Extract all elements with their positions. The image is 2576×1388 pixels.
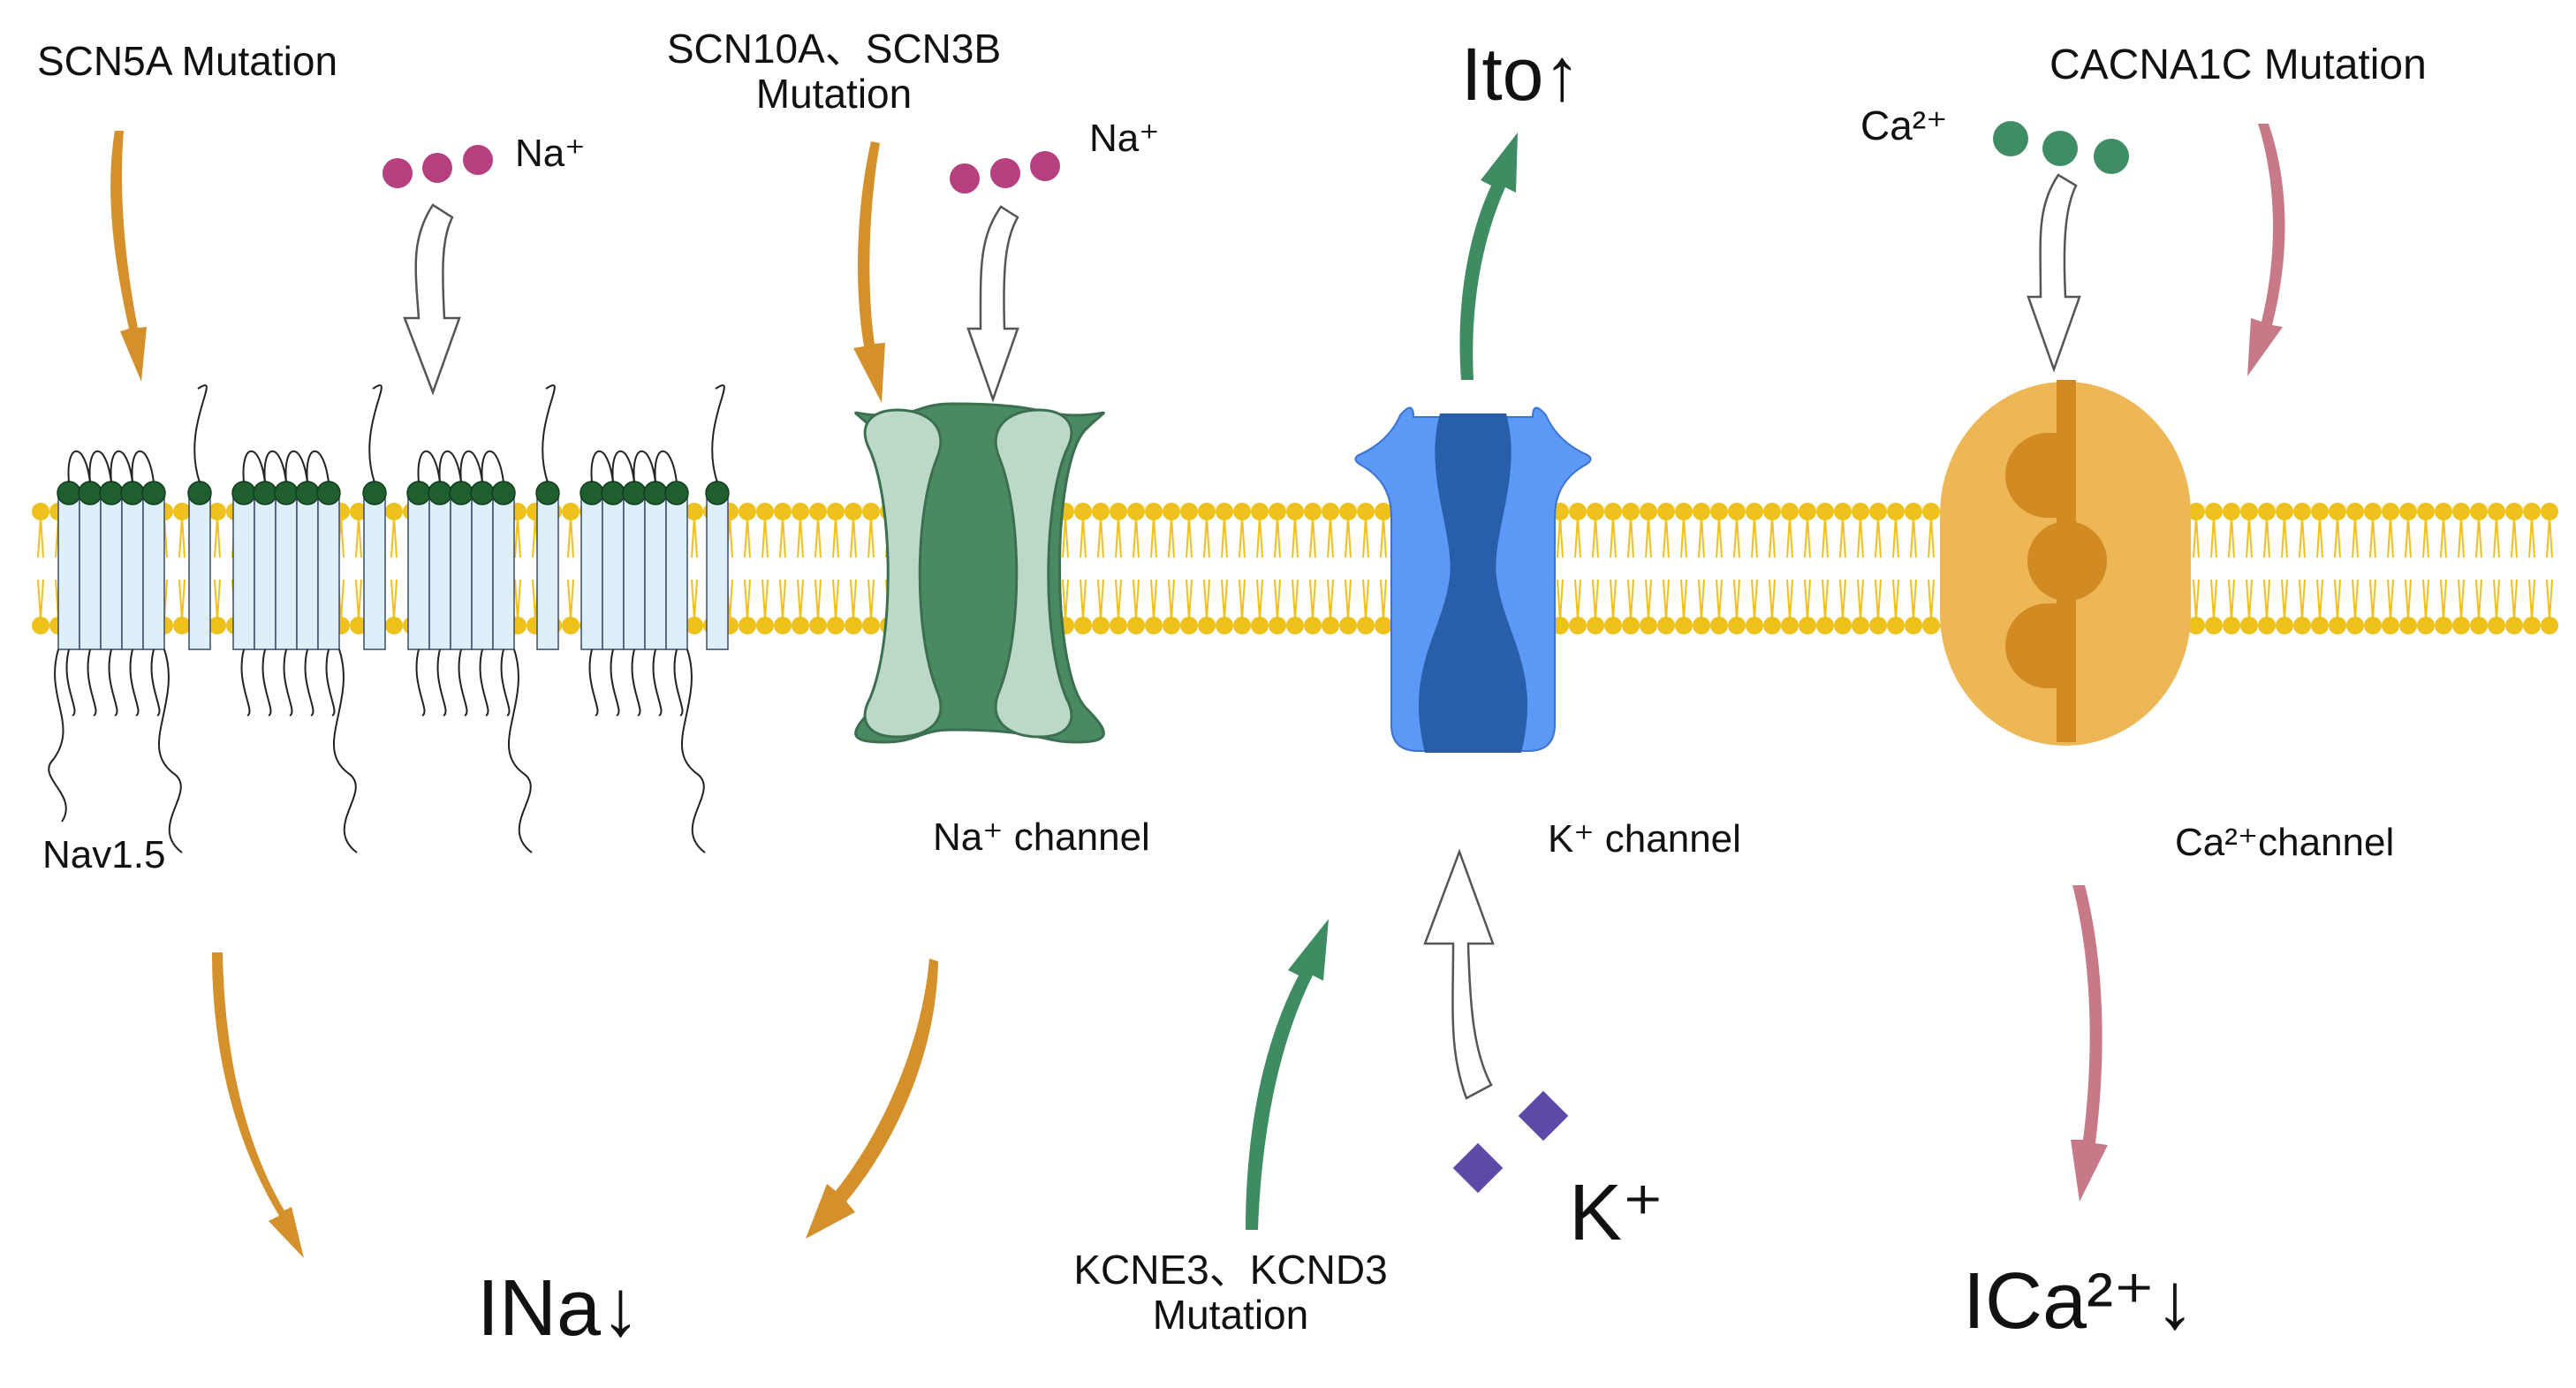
kcne3-mutation-line2: Mutation [1152, 1291, 1309, 1338]
scn10a-mutation-label: SCN10A、SCN3B Mutation [657, 27, 1011, 116]
ina-arrow-left [212, 952, 304, 1258]
scn10a-mutation-line1: SCN10A、SCN3B [666, 26, 1002, 72]
kcne3-mutation-label: KCNE3、KCND3 Mutation [1041, 1248, 1421, 1337]
cacna1c-mutation-arrow [2247, 124, 2285, 376]
na-ion-label-right: Na⁺ [1089, 117, 1160, 160]
cacna1c-mutation-label: CACNA1C Mutation [2049, 42, 2427, 88]
kcne3-mutation-line1: KCNE3、KCND3 [1073, 1247, 1388, 1293]
ito-arrow [1459, 133, 1518, 380]
scn5a-mutation-label: SCN5A Mutation [37, 38, 338, 84]
na-ions-left [383, 145, 493, 188]
nav15-protein [48, 384, 730, 853]
na-ion-label-left: Na⁺ [515, 132, 586, 175]
ca-ion-label: Ca²⁺ [1860, 102, 1948, 148]
k-ions [1452, 1090, 1569, 1194]
kcne3-mutation-arrow [1246, 919, 1329, 1230]
na-flux-arrow-right [966, 205, 1019, 403]
scn10a-mutation-arrow [853, 141, 885, 403]
nav15-label: Nav1.5 [42, 833, 166, 876]
ca-channel-icon [1940, 380, 2191, 746]
ito-current-label: Ito↑ [1461, 33, 1581, 116]
na-flux-arrow-left [403, 203, 461, 396]
ica-arrow [2071, 885, 2108, 1202]
k-ion-label: K⁺ [1569, 1169, 1664, 1257]
ca-channel-label: Ca²⁺channel [2175, 821, 2395, 864]
na-ions-right [950, 151, 1060, 193]
ca-ions [1993, 121, 2129, 174]
k-flux-arrow [1423, 848, 1495, 1100]
scn10a-mutation-line2: Mutation [755, 70, 913, 117]
ina-current-label: INa↓ [477, 1264, 641, 1353]
k-channel-icon [1354, 406, 1592, 753]
scn5a-mutation-arrow [110, 131, 147, 382]
na-channel-label: Na⁺ channel [933, 815, 1150, 859]
k-channel-label: K⁺ channel [1548, 817, 1741, 861]
ca-flux-arrow [2027, 173, 2081, 373]
ica-current-label: ICa²⁺↓ [1963, 1257, 2195, 1346]
na-channel-icon [854, 402, 1105, 744]
ina-arrow-right [806, 959, 938, 1239]
